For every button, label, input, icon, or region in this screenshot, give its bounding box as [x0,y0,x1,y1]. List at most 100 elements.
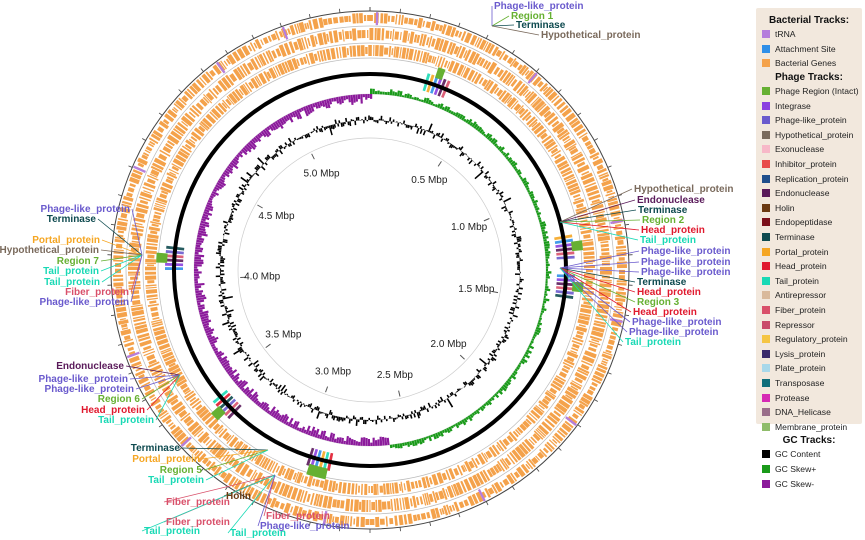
gc-content-mark [383,120,386,122]
gc-content-mark [373,120,376,122]
bacterial-gene-mark [462,67,471,79]
bacterial-gene-mark [206,439,217,451]
bacterial-gene-mark [601,353,612,360]
bacterial-gene-mark [127,186,135,193]
gc-skew-plus-mark [382,91,385,95]
annotation-label: Phage-like_protein [494,1,583,12]
bacterial-gene-mark [177,121,189,132]
bacterial-gene-mark [424,52,430,64]
bacterial-gene-mark [144,388,156,397]
bacterial-gene-mark [179,382,188,390]
gc-content-mark [355,419,358,426]
bacterial-gene-mark [189,397,200,407]
gc-content-mark [345,117,348,122]
gc-skew-plus-mark [396,90,401,97]
gc-content-mark [263,376,266,379]
bacterial-gene-mark [157,126,165,134]
gc-content-mark [488,179,491,181]
scale-tick [437,161,442,167]
bacterial-gene-mark [514,446,526,459]
legend-bacterial-title: Bacterial Tracks: [768,15,850,26]
gc-content-mark [246,178,250,182]
bacterial-gene-mark [167,134,180,145]
bacterial-gene-mark [119,317,126,321]
bacterial-gene-mark [371,501,376,510]
gc-skew-plus-mark [418,438,423,445]
bacterial-gene-mark [148,359,157,365]
gc-content-mark [231,210,235,213]
annotation-label: Tail_protein [625,337,681,348]
gc-skew-plus-mark [448,426,453,432]
bacterial-gene-mark [531,456,539,465]
bacterial-gene-mark [554,153,562,160]
bacterial-gene-mark [322,18,328,26]
bacterial-gene-mark [184,389,191,395]
gc-content-mark [416,412,420,419]
gc-skew-plus-mark [499,146,505,153]
gc-content-mark [503,329,508,333]
bacterial-gene-mark [442,505,449,516]
bacterial-gene-mark [317,32,324,46]
bacterial-gene-mark [551,120,560,128]
gc-content-mark [409,125,412,128]
annotation-label: Tail_protein [640,235,696,246]
legend-item-label: Antirepressor [775,290,827,301]
bacterial-gene-mark [581,297,594,302]
gc-skew-minus-mark [198,306,205,311]
bacterial-gene-mark [242,83,250,94]
bacterial-gene-mark [168,362,176,368]
gc-skew-plus-mark [452,424,456,428]
bacterial-gene-mark [273,481,282,494]
gc-skew-plus-mark [545,278,548,281]
gc-content-mark [260,165,266,171]
gc-content-mark [236,337,241,341]
bacterial-gene-mark [519,423,527,432]
legend-swatch [762,130,770,139]
bacterial-gene-mark [322,479,329,491]
gc-skew-minus-mark [289,423,294,428]
bacterial-gene-mark [349,516,353,527]
gc-skew-minus-mark [205,204,214,209]
gc-content-mark [497,189,500,192]
bacterial-gene-mark [441,472,448,481]
gc-content-mark [517,239,522,243]
bacterial-gene-mark [576,128,587,137]
bacterial-gene-mark [377,499,382,512]
gc-skew-plus-mark [537,322,543,326]
gc-content-mark [422,407,425,411]
bacterial-gene-mark [319,480,325,488]
gc-skew-plus-mark [423,437,427,441]
gc-content-mark [354,417,357,420]
gc-content-mark [491,187,497,192]
gc-content-mark [509,324,510,327]
bacterial-gene-mark [152,316,160,321]
gc-skew-plus-mark [434,103,438,108]
gc-content-mark [375,419,378,425]
bacterial-gene-mark [502,478,510,486]
bacterial-gene-mark [336,499,341,509]
bacterial-gene-mark [426,511,431,519]
bacterial-gene-mark [318,494,324,507]
gc-skew-minus-mark [312,429,317,438]
bacterial-gene-mark [143,152,150,157]
bacterial-gene-mark [188,111,196,118]
bacterial-gene-mark [502,438,510,447]
gc-skew-plus-mark [492,139,498,145]
bacterial-gene-mark [481,79,488,87]
gc-content-mark [431,406,434,409]
annotation-leader [559,219,641,223]
bacterial-gene-mark [197,431,204,438]
gc-content-mark [466,154,468,157]
gc-content-mark [511,319,514,322]
bacterial-gene-mark [597,235,611,242]
gc-skew-plus-mark [441,429,445,434]
gc-content-mark [429,130,432,133]
bacterial-gene-mark [451,504,456,511]
gc-skew-plus-mark [514,168,519,172]
gc-content-mark [299,403,303,408]
bacterial-gene-mark [312,18,319,30]
gc-content-mark [519,285,520,288]
legend-swatch [762,422,770,431]
gc-content-mark [511,219,514,222]
bacterial-gene-mark [266,497,273,505]
